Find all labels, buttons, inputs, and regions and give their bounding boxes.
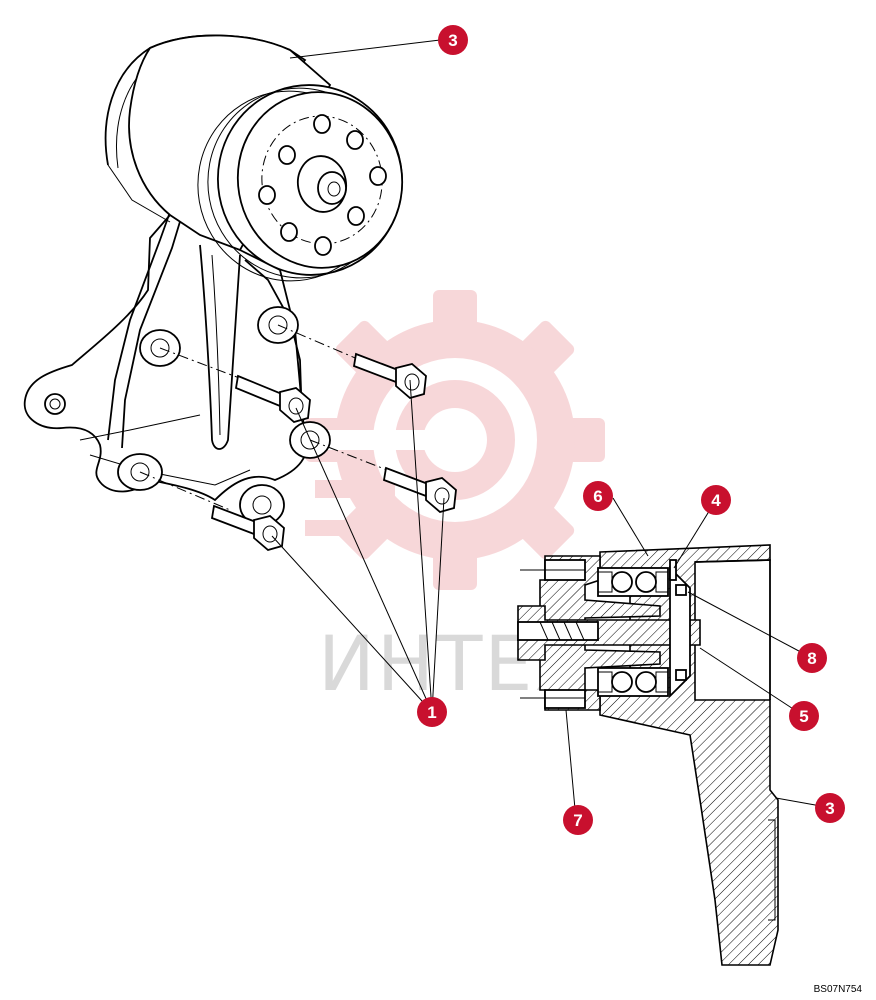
svg-text:4: 4 bbox=[711, 491, 721, 510]
watermark-logo bbox=[305, 290, 605, 590]
bolt bbox=[234, 374, 311, 423]
svg-text:1: 1 bbox=[427, 703, 436, 722]
svg-text:5: 5 bbox=[799, 707, 808, 726]
bolt bbox=[352, 352, 427, 399]
callout-7: 7 bbox=[563, 805, 593, 835]
callout-3-bottom: 3 bbox=[815, 793, 845, 823]
svg-text:7: 7 bbox=[573, 811, 582, 830]
pump-cross-section bbox=[517, 544, 779, 966]
callout-1: 1 bbox=[417, 697, 447, 727]
svg-text:3: 3 bbox=[448, 31, 457, 50]
drawing-code: BS07N754 bbox=[814, 984, 863, 995]
pump-assembly-isometric bbox=[23, 34, 457, 551]
svg-text:6: 6 bbox=[593, 487, 602, 506]
callout-6: 6 bbox=[583, 481, 613, 511]
callout-3-top: 3 bbox=[438, 25, 468, 55]
leader-lines bbox=[271, 39, 833, 821]
svg-text:3: 3 bbox=[825, 799, 834, 818]
callout-4: 4 bbox=[701, 485, 731, 515]
callout-5: 5 bbox=[789, 701, 819, 731]
callout-8: 8 bbox=[797, 643, 827, 673]
svg-text:8: 8 bbox=[807, 649, 816, 668]
